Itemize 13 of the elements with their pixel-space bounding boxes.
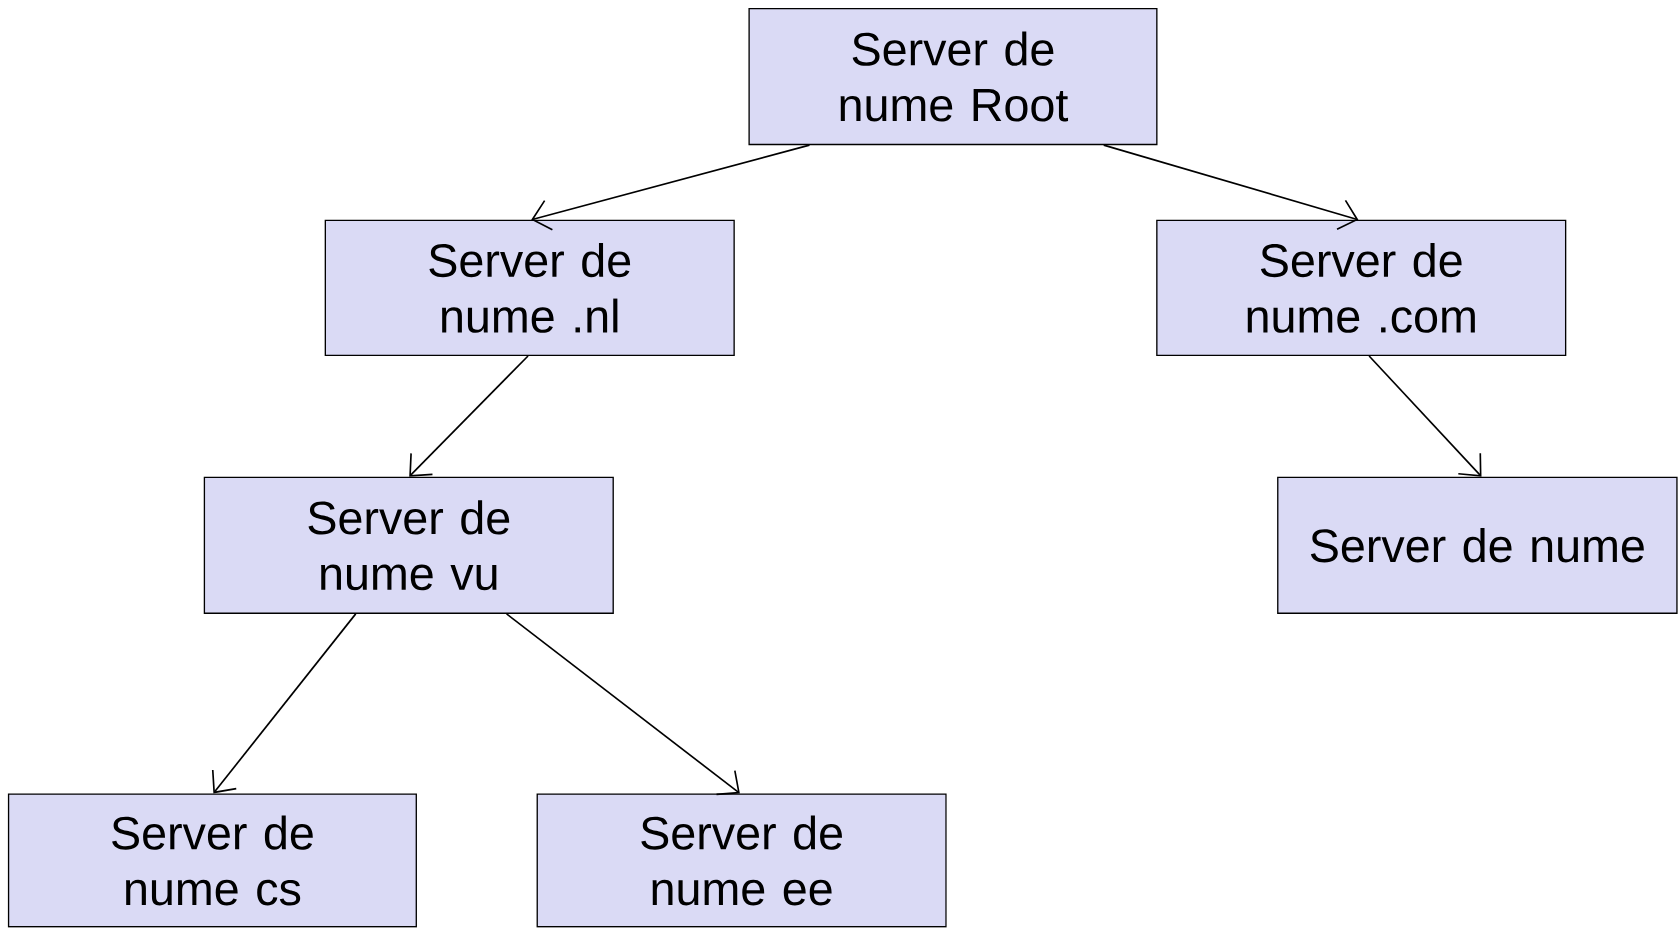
arrow (1368, 355, 1482, 477)
server-box: Server de nume vu (203, 476, 614, 614)
server-box: Server de nume (1277, 476, 1678, 614)
server-box: Server de nume ee (536, 793, 947, 928)
arrow (1102, 144, 1359, 231)
arrow (211, 613, 357, 794)
arrow (409, 355, 529, 477)
server-box: Server de nume cs (7, 793, 417, 928)
server-box: Server de nume .nl (324, 219, 735, 357)
server-box: Server de nume Root (748, 8, 1158, 146)
arrow (531, 144, 811, 231)
arrow (505, 613, 740, 796)
server-box: Server de nume .com (1156, 219, 1567, 357)
